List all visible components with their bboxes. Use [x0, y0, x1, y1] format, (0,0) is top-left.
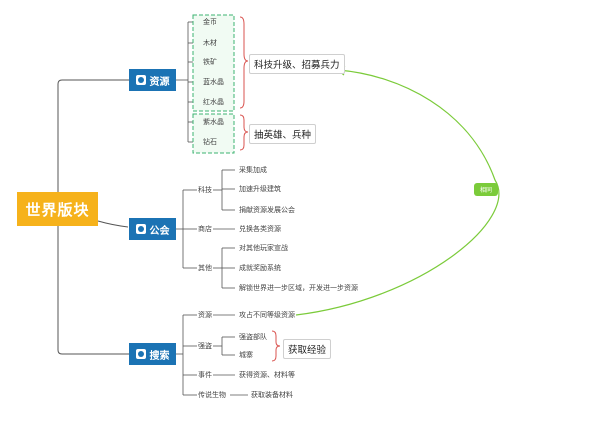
- branch-resources[interactable]: 资源: [129, 69, 176, 91]
- guild-tech-item[interactable]: 加速升级建筑: [239, 185, 281, 193]
- root-to-guild-line: [97, 220, 129, 228]
- guild-other-item[interactable]: 解锁世界进一步区域，开发进一步资源: [239, 284, 358, 292]
- relation-label[interactable]: 相同: [474, 183, 498, 196]
- resources-dashed-box-1: [192, 14, 235, 112]
- resource-item[interactable]: 蓝水晶: [203, 78, 224, 86]
- resources-icon: [135, 75, 146, 85]
- guild-tech-item[interactable]: 采集加成: [239, 166, 267, 174]
- relation-curve: [295, 69, 500, 316]
- guild-group-other[interactable]: 其他: [198, 264, 212, 272]
- guild-group-tech[interactable]: 科技: [198, 186, 212, 194]
- guild-other-item[interactable]: 成就奖励系统: [239, 264, 281, 272]
- search-connectors: [176, 314, 248, 396]
- resource-item[interactable]: 木材: [203, 39, 217, 47]
- search-icon: [135, 349, 146, 359]
- branch-search-label: 搜索: [149, 350, 170, 362]
- branch-resources-label: 资源: [149, 76, 170, 88]
- bracket-tech-upgrade: [239, 16, 249, 109]
- resource-item[interactable]: 紫水晶: [203, 118, 224, 126]
- bracket-gain-exp: [271, 330, 281, 362]
- resource-item[interactable]: 钻石: [203, 138, 217, 146]
- guild-shop-item[interactable]: 兑换各类资源: [239, 225, 281, 233]
- bracket-draw-heroes: [239, 114, 249, 151]
- root-node[interactable]: 世界版块: [17, 192, 98, 226]
- callout-tech-upgrade[interactable]: 科技升级、招募兵力: [249, 54, 345, 74]
- resource-item[interactable]: 红水晶: [203, 98, 224, 106]
- guild-group-shop[interactable]: 商店: [198, 225, 212, 233]
- search-legendary-item[interactable]: 获取装备材料: [251, 391, 293, 399]
- search-resources-item[interactable]: 攻占不同等级资源: [239, 311, 295, 319]
- callout-draw-heroes[interactable]: 抽英雄、兵种: [249, 124, 317, 144]
- resource-item[interactable]: 金币: [203, 18, 217, 26]
- root-to-search-line: [57, 226, 129, 355]
- guild-other-item[interactable]: 对其他玩家宣战: [239, 244, 288, 252]
- branch-guild[interactable]: 公会: [129, 218, 176, 240]
- search-group-resources[interactable]: 资源: [198, 311, 212, 319]
- search-group-bandits[interactable]: 强盗: [198, 342, 212, 350]
- root-to-resources-line: [57, 79, 129, 192]
- search-events-item[interactable]: 获得资源、材料等: [239, 371, 295, 379]
- search-group-events[interactable]: 事件: [198, 371, 212, 379]
- callout-gain-exp[interactable]: 获取经验: [283, 339, 332, 359]
- search-bandits-item[interactable]: 强盗部队: [239, 333, 267, 341]
- branch-guild-label: 公会: [149, 225, 170, 237]
- search-bandits-item[interactable]: 城寨: [239, 351, 253, 359]
- guild-icon: [135, 224, 146, 234]
- branch-search[interactable]: 搜索: [129, 343, 176, 365]
- guild-connectors: [176, 169, 235, 289]
- guild-tech-item[interactable]: 捐献资源发展公会: [239, 206, 295, 214]
- search-group-legendary[interactable]: 传说生物: [198, 391, 226, 399]
- resources-dashed-box-2: [192, 113, 235, 154]
- resource-item[interactable]: 铁矿: [203, 58, 217, 66]
